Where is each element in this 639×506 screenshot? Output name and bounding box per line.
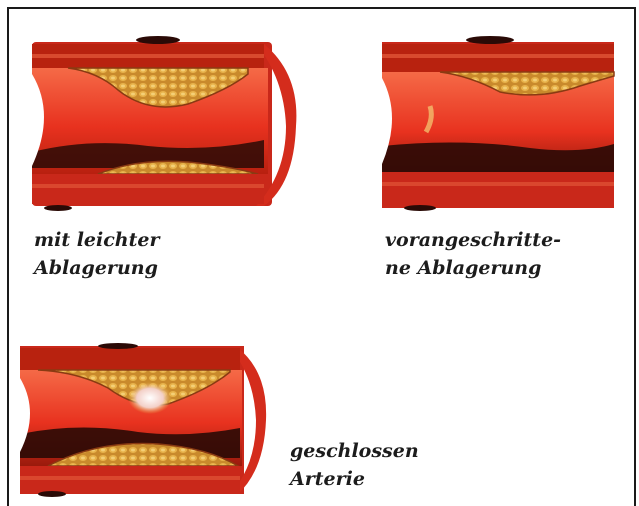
caption-closed-line-2: Arterie: [290, 465, 419, 493]
caption-advanced-deposit-line-1: vorangeschritte-: [385, 226, 561, 254]
caption-light-deposit-line-1: mit leichter: [34, 226, 160, 254]
caption-closed: geschlossen Arterie: [290, 437, 419, 493]
caption-light-deposit: mit leichter Ablagerung: [34, 226, 160, 282]
caption-advanced-deposit-line-2: ne Ablagerung: [385, 254, 561, 282]
artery-closed-illustration: [18, 342, 270, 498]
artery-advanced-deposit-illustration: [380, 36, 616, 212]
caption-closed-line-1: geschlossen: [290, 437, 419, 465]
caption-light-deposit-line-2: Ablagerung: [34, 254, 160, 282]
artery-light-deposit-illustration: [28, 34, 303, 212]
caption-advanced-deposit: vorangeschritte- ne Ablagerung: [385, 226, 561, 282]
